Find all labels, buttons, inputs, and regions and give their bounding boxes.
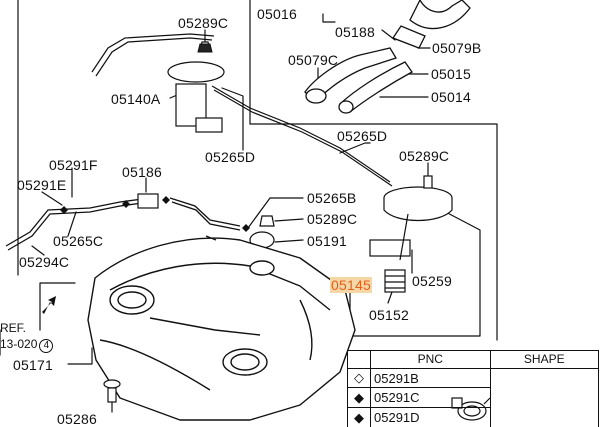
- drain-bolt: [103, 379, 121, 403]
- nut-mid: [259, 215, 275, 227]
- clamp-markers: [60, 196, 250, 232]
- legend-row[interactable]: ◆ 05291D: [347, 407, 599, 427]
- part-label-05016[interactable]: 05016: [257, 6, 297, 22]
- part-label-05140a[interactable]: 05140A: [111, 91, 161, 107]
- part-label-05145[interactable]: 05145: [330, 277, 372, 293]
- part-label-05152[interactable]: 05152: [369, 307, 409, 323]
- valve-05186: [137, 193, 159, 209]
- leader-05171: [67, 347, 93, 365]
- legend-row[interactable]: ◆ 05291C: [347, 387, 599, 409]
- legend-header-pnc: PNC: [370, 350, 491, 369]
- legend-symbol-open-diamond: ◇: [347, 367, 371, 389]
- ref-section-number: 13-020: [0, 337, 38, 351]
- fuel-pump-module: [167, 41, 225, 133]
- filler-neck-hose: [304, 0, 471, 114]
- part-label-05191[interactable]: 05191: [307, 233, 347, 249]
- leader-ref: [39, 282, 76, 331]
- leader-05291e: [41, 191, 63, 206]
- fuel-tank: [87, 235, 356, 421]
- legend-pnc[interactable]: 05291D: [370, 407, 491, 427]
- part-label-05259[interactable]: 05259: [412, 273, 452, 289]
- part-label-05286[interactable]: 05286: [57, 411, 97, 427]
- ref-label: REF.: [0, 321, 27, 335]
- vapor-line-top: [91, 33, 393, 187]
- group-bracket-line: [249, 0, 498, 341]
- part-label-05265d-right[interactable]: 05265D: [337, 128, 388, 144]
- pnc-shape-legend: PNC SHAPE ◇ 05291B ◆ 05291C ◆ 05291D: [347, 350, 600, 427]
- part-label-05188[interactable]: 05188: [335, 24, 375, 40]
- leader-05265d-right: [339, 142, 371, 154]
- legend-pnc[interactable]: 05291B: [370, 367, 491, 389]
- legend-header-row: PNC SHAPE: [347, 350, 600, 369]
- leader-05265c: [67, 211, 77, 237]
- part-label-05265d-left[interactable]: 05265D: [205, 149, 256, 165]
- part-label-05289c-mid[interactable]: 05289C: [307, 211, 358, 227]
- part-label-05014[interactable]: 05014: [431, 89, 471, 105]
- ref-circle-number: 4: [39, 339, 54, 353]
- fuel-sender-module: [369, 175, 453, 293]
- leader-05289c-mid: [274, 218, 304, 222]
- legend-row[interactable]: ◇ 05291B: [347, 367, 600, 427]
- legend-header-symbol: [347, 350, 371, 369]
- part-label-05289c-top[interactable]: 05289C: [178, 15, 229, 31]
- part-label-05291f[interactable]: 05291F: [49, 157, 98, 173]
- leader-05294c: [31, 245, 45, 256]
- reference-arrow: [42, 296, 56, 314]
- leader-05191: [274, 239, 304, 243]
- leader-05016: [322, 13, 336, 23]
- part-label-05145-highlight: 05145: [330, 277, 372, 293]
- part-label-05171[interactable]: 05171: [13, 357, 53, 373]
- leader-05265b: [247, 197, 304, 229]
- part-label-05015[interactable]: 05015: [431, 66, 471, 82]
- part-label-05079c[interactable]: 05079C: [288, 52, 339, 68]
- leader-05152: [387, 291, 393, 304]
- part-label-05291e[interactable]: 05291E: [17, 177, 67, 193]
- legend-symbol-filled-diamond: ◆: [347, 387, 371, 409]
- legend-shape-cell: [489, 367, 600, 427]
- part-label-05289c-right[interactable]: 05289C: [399, 148, 450, 164]
- legend-symbol-filled-diamond: ◆: [347, 407, 371, 427]
- nut-top: [197, 43, 213, 53]
- legend-pnc[interactable]: 05291C: [370, 387, 491, 409]
- part-label-05265c[interactable]: 05265C: [53, 233, 104, 249]
- part-label-05079b[interactable]: 05079B: [432, 40, 482, 56]
- part-label-05294c[interactable]: 05294C: [19, 254, 70, 270]
- legend-header-shape: SHAPE: [489, 350, 600, 369]
- part-label-05265b[interactable]: 05265B: [307, 190, 357, 206]
- leader-05265d-left: [221, 87, 244, 151]
- part-label-05186[interactable]: 05186: [122, 164, 162, 180]
